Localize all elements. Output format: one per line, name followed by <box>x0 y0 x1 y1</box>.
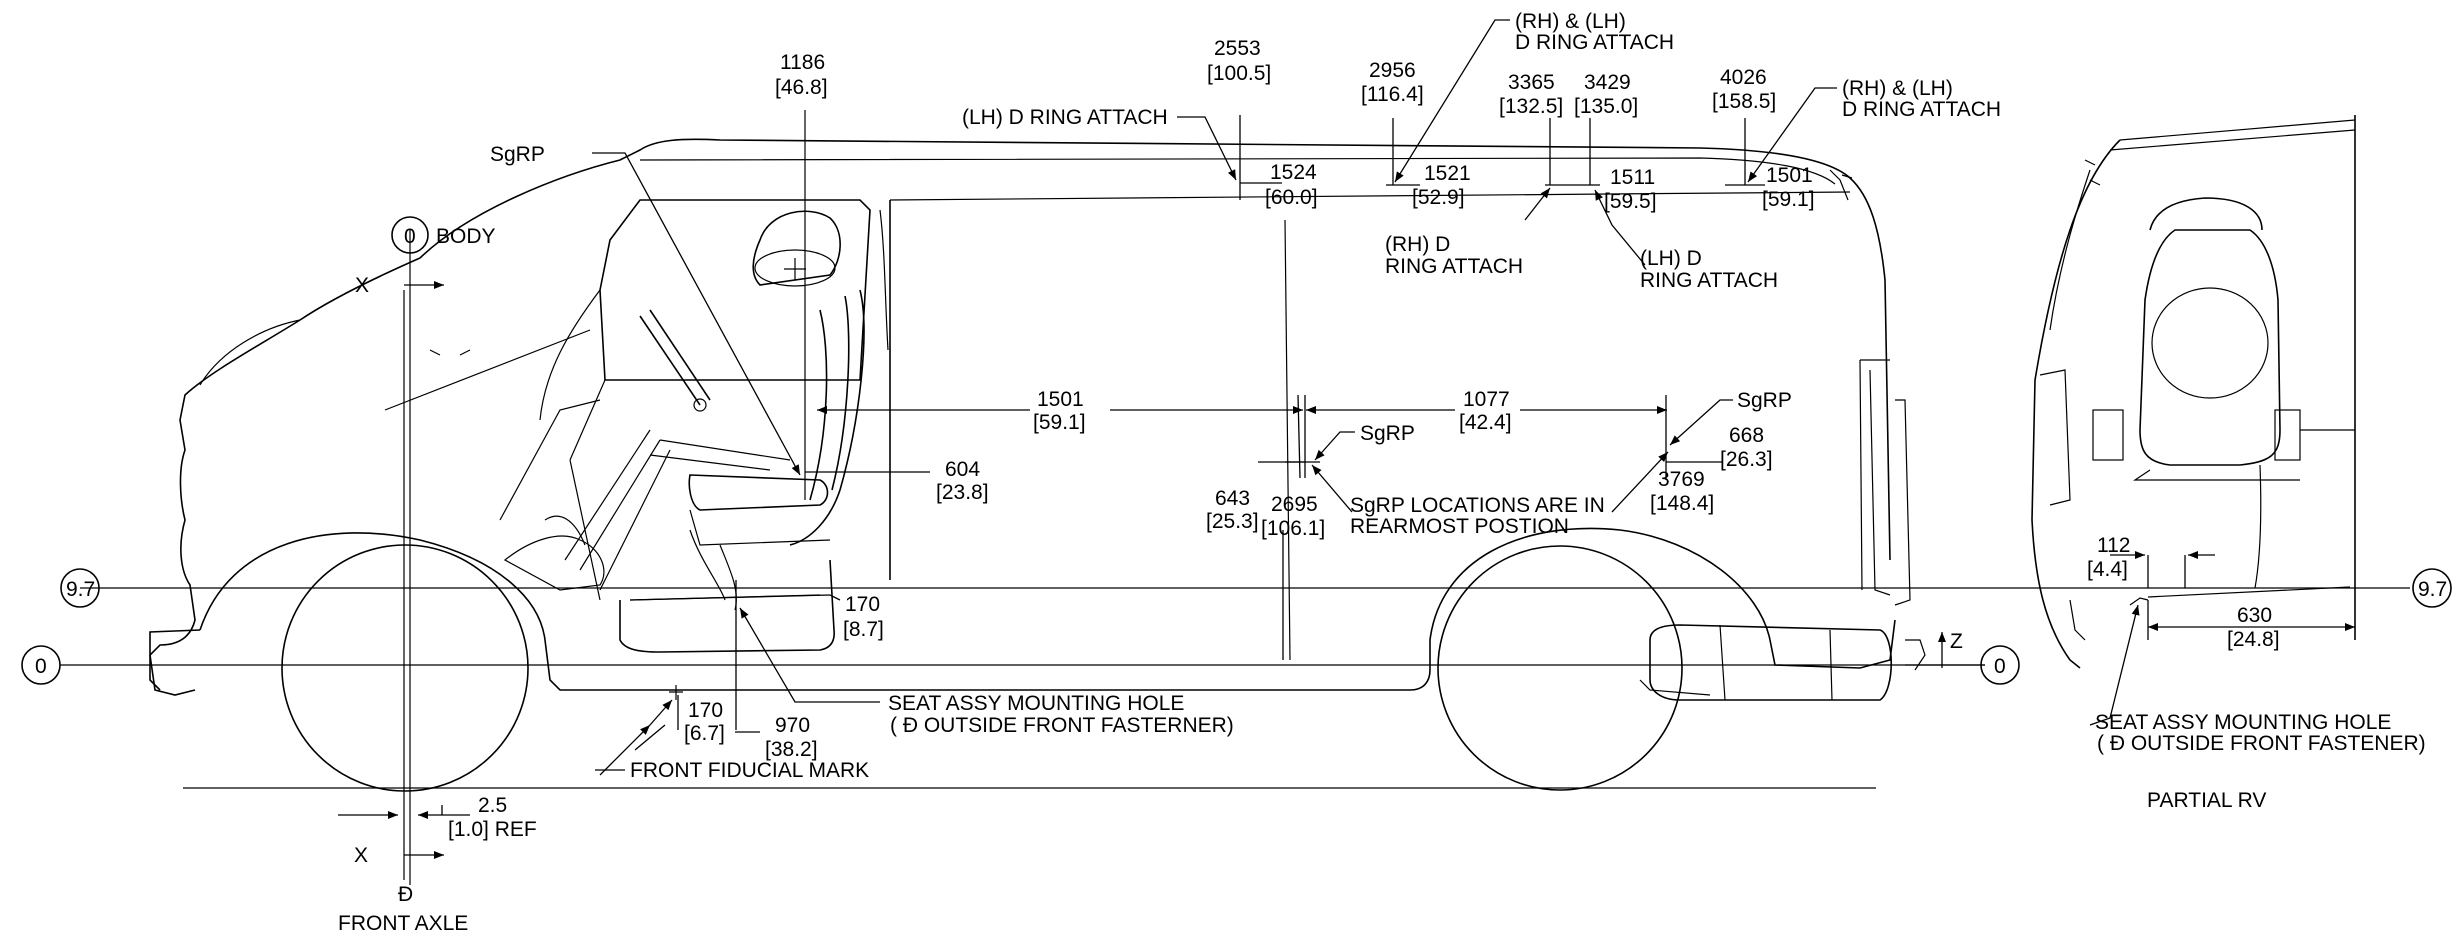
partial-rear-view <box>2031 115 2356 726</box>
dim-3429: 3429 <box>1584 71 1631 94</box>
dim-604: 604 <box>945 458 980 481</box>
dim-3769: 3769 <box>1658 468 1705 491</box>
seat-hole-rv-line2: ( Đ OUTSIDE FRONT FASTENER) <box>2097 732 2426 755</box>
dimension-leaders <box>338 19 1946 819</box>
seat-hole-line1: SEAT ASSY MOUNTING HOLE <box>888 692 1184 715</box>
dim-3365-in: [132.5] <box>1499 95 1563 118</box>
sgrp-note-line1: SgRP LOCATIONS ARE IN <box>1350 494 1605 517</box>
dim-1077-in: [42.4] <box>1459 411 1512 434</box>
dim-2956: 2956 <box>1369 59 1416 82</box>
dim-170-a-in: [8.7] <box>843 618 884 641</box>
dim-170-b-in: [6.7] <box>684 722 725 745</box>
dim-1521-in: [52.9] <box>1412 186 1465 209</box>
dim-1186: 1186 <box>780 51 825 74</box>
centerline-symbol: Đ <box>398 883 413 906</box>
body-label: BODY <box>436 225 496 248</box>
zero-right-label: 0 <box>1994 655 2006 678</box>
x-axis-label-top: X <box>355 274 369 297</box>
front-wheel <box>281 544 529 792</box>
dim-643-in: [25.3] <box>1206 510 1259 533</box>
dim-2-5: 2.5 <box>478 794 507 817</box>
dim-604-in: [23.8] <box>936 481 989 504</box>
dim-3365: 3365 <box>1508 71 1555 94</box>
dim-1501-top-in: [59.1] <box>1762 188 1815 211</box>
dim-1501-mid: 1501 <box>1037 388 1084 411</box>
dim-1511: 1511 <box>1610 166 1655 189</box>
dim-668: 668 <box>1729 424 1764 447</box>
dim-1521: 1521 <box>1424 162 1471 185</box>
rear-wheel <box>1437 545 1683 791</box>
seat-hole-rv-line1: SEAT ASSY MOUNTING HOLE <box>2095 711 2391 734</box>
dimension-labels: BODY X X SgRP 1186 [46.8] (LH) D RING AT… <box>338 10 2426 935</box>
dim-630-in: [24.8] <box>2227 628 2280 651</box>
dim-1511-in: [59.5] <box>1604 190 1657 213</box>
rh-lh-d-ring-top-line1: (RH) & (LH) <box>1515 10 1626 33</box>
dim-1077: 1077 <box>1463 388 1510 411</box>
level-markers: 0 9.7 0 0 9.7 <box>21 216 2452 685</box>
dim-112: 112 <box>2097 534 2130 557</box>
dim-1501-top: 1501 <box>1766 164 1813 187</box>
lh-d-ring-attach-top: (LH) D RING ATTACH <box>962 106 1168 129</box>
dim-2553-in: [100.5] <box>1207 62 1271 85</box>
dim-4026-in: [158.5] <box>1712 90 1776 113</box>
rh-d-ring-line1: (RH) D <box>1385 233 1450 256</box>
rh-lh-d-ring-right-line2: D RING ATTACH <box>1842 98 2001 121</box>
dim-668-in: [26.3] <box>1720 448 1773 471</box>
sgrp-left-label: SgRP <box>490 143 545 166</box>
dim-1524-in: [60.0] <box>1265 186 1318 209</box>
seat-hole-line2: ( Đ OUTSIDE FRONT FASTERNER) <box>890 714 1234 737</box>
dim-4026: 4026 <box>1720 66 1767 89</box>
dim-630: 630 <box>2237 604 2272 627</box>
dim-112-in: [4.4] <box>2087 558 2128 581</box>
reference-lines <box>60 110 2410 885</box>
dim-1501-mid-in: [59.1] <box>1033 411 1086 434</box>
dim-170-a: 170 <box>845 593 880 616</box>
rh-lh-d-ring-right-line1: (RH) & (LH) <box>1842 77 1953 100</box>
dim-3429-in: [135.0] <box>1574 95 1638 118</box>
vehicle-body-outline <box>149 138 1926 701</box>
sgrp-right-label: SgRP <box>1737 389 1792 412</box>
z-axis-label: Z <box>1950 630 1963 653</box>
body-zero-circle-label: 0 <box>404 225 416 248</box>
zero-left-label: 0 <box>35 655 47 678</box>
partial-rv-label: PARTIAL RV <box>2147 789 2266 812</box>
level-97-left-label: 9.7 <box>66 578 95 601</box>
front-fiducial-mark: FRONT FIDUCIAL MARK <box>630 759 869 782</box>
level-97-right-label: 9.7 <box>2418 578 2447 601</box>
dim-1524: 1524 <box>1270 161 1317 184</box>
sgrp-note-line2: REARMOST POSTION <box>1350 515 1569 538</box>
dim-3769-in: [148.4] <box>1650 492 1714 515</box>
dim-2695-in: [106.1] <box>1261 517 1325 540</box>
rh-d-ring-line2: RING ATTACH <box>1385 255 1523 278</box>
dim-2956-in: [116.4] <box>1361 83 1424 106</box>
dim-970: 970 <box>775 714 810 737</box>
front-axle-label: FRONT AXLE <box>338 912 468 935</box>
dim-1186-in: [46.8] <box>775 76 828 99</box>
dim-2553: 2553 <box>1214 37 1261 60</box>
dim-2695: 2695 <box>1271 493 1318 516</box>
rh-lh-d-ring-top-line2: D RING ATTACH <box>1515 31 1674 54</box>
sgrp-mid-label: SgRP <box>1360 422 1415 445</box>
lh-d-ring-line1: (LH) D <box>1640 247 1702 270</box>
dim-643: 643 <box>1215 487 1250 510</box>
x-axis-label-bottom: X <box>354 844 368 867</box>
dim-970-in: [38.2] <box>765 738 818 761</box>
lh-d-ring-line2: RING ATTACH <box>1640 269 1778 292</box>
dim-2-5-in: [1.0] REF <box>448 818 537 841</box>
dim-170-b: 170 <box>688 699 723 722</box>
